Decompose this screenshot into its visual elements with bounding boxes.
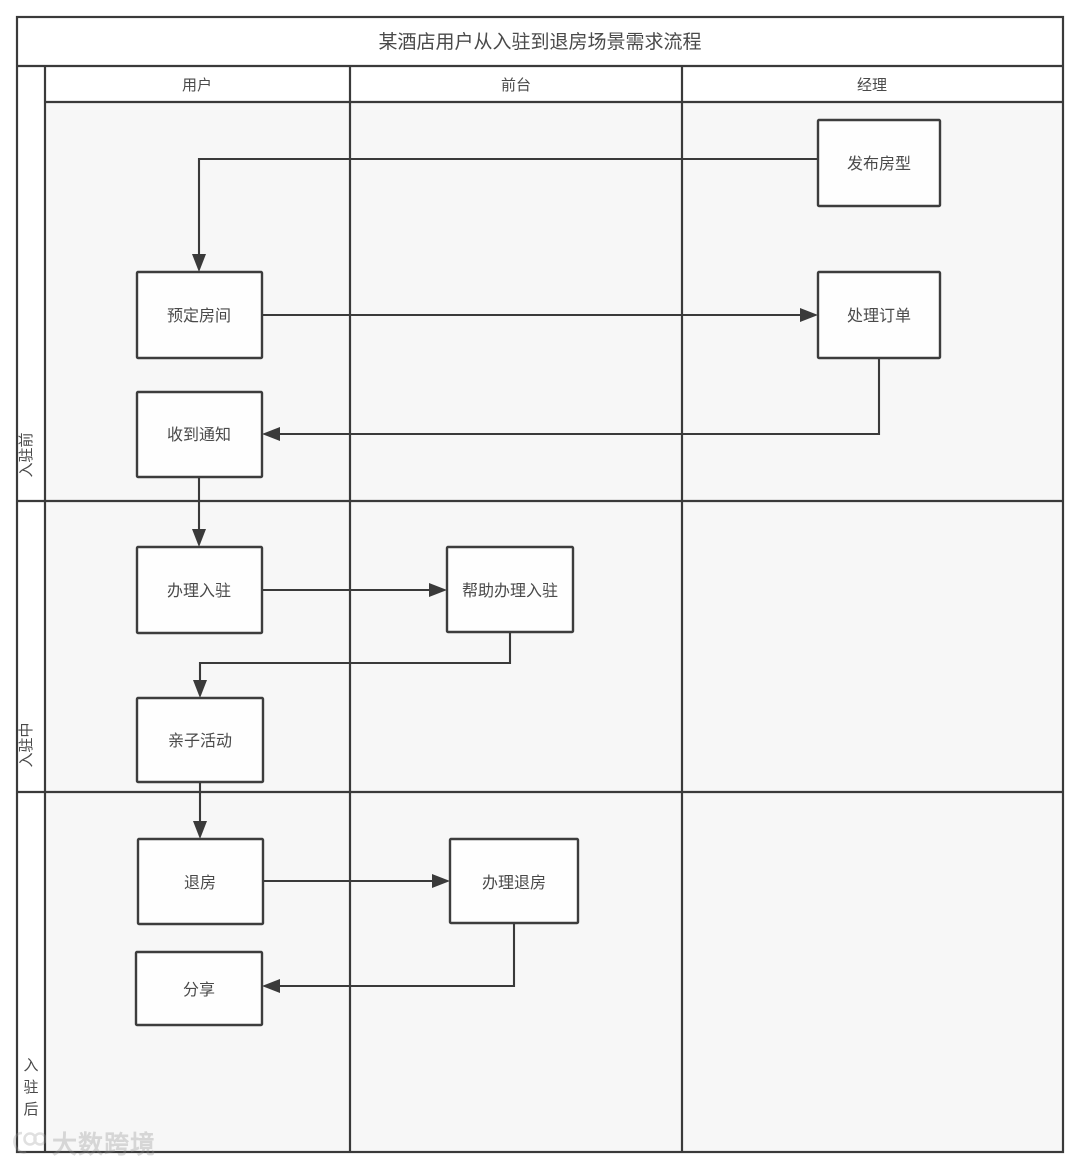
node-process-checkout-label: 办理退房 — [482, 874, 546, 892]
edge-notify-to-checkin-arrowhead — [192, 529, 206, 547]
edge-assist-to-family-arrowhead — [193, 680, 207, 698]
node-checkin[interactable]: 办理入驻 — [135, 545, 264, 635]
node-process-checkout[interactable]: 办理退房 — [448, 837, 580, 925]
edge-assist-to-family — [198, 632, 512, 688]
node-checkout[interactable]: 退房 — [136, 837, 265, 926]
lane-label-after: 入驻后 — [23, 1057, 38, 1118]
node-book-room[interactable]: 预定房间 — [135, 270, 264, 360]
node-assist-checkin-box[interactable] — [445, 545, 575, 634]
node-share-box[interactable] — [134, 950, 264, 1027]
edge-publish-to-book-arrowhead — [192, 254, 206, 272]
node-family-activity-label: 亲子活动 — [168, 732, 232, 750]
node-receive-notification[interactable]: 收到通知 — [135, 390, 264, 479]
node-book-room-box[interactable] — [135, 270, 264, 360]
node-share-label: 分享 — [183, 981, 215, 999]
node-family-activity[interactable]: 亲子活动 — [135, 696, 265, 784]
node-process-checkout-box[interactable] — [448, 837, 580, 925]
column-header-frontdesk: 前台 — [501, 77, 531, 94]
node-book-room-label: 预定房间 — [167, 307, 231, 325]
edge-process-to-share-arrowhead — [262, 979, 280, 993]
column-header-manager: 经理 — [857, 77, 887, 94]
node-family-activity-box[interactable] — [135, 696, 265, 784]
lane-label-before: 入驻前 — [18, 432, 35, 477]
diagram-outer-border — [15, 15, 1065, 1154]
node-process-order-box[interactable] — [816, 270, 942, 360]
node-assist-checkin[interactable]: 帮助办理入驻 — [445, 545, 575, 634]
node-receive-notification-box[interactable] — [135, 390, 264, 479]
node-publish-room-type-label: 发布房型 — [847, 155, 911, 173]
node-checkout-box[interactable] — [136, 837, 265, 926]
node-publish-room-type[interactable]: 发布房型 — [816, 118, 942, 208]
edge-checkout-to-process-arrowhead — [432, 874, 450, 888]
node-checkout-label: 退房 — [184, 874, 216, 892]
column-header-user: 用户 — [182, 77, 212, 94]
edge-order-to-notify — [272, 358, 881, 436]
edge-checkin-to-assist-arrowhead — [429, 583, 447, 597]
lane-label-during: 入驻中 — [18, 722, 35, 767]
edge-family-to-checkout-arrowhead — [193, 821, 207, 839]
node-process-order-label: 处理订单 — [847, 307, 911, 325]
node-assist-checkin-label: 帮助办理入驻 — [462, 582, 558, 600]
edge-book-to-order-arrowhead — [800, 308, 818, 322]
node-share[interactable]: 分享 — [134, 950, 264, 1027]
edge-publish-to-book — [197, 157, 818, 262]
node-publish-room-type-box[interactable] — [816, 118, 942, 208]
node-receive-notification-label: 收到通知 — [167, 426, 231, 444]
lane-label-gutter-bg — [17, 66, 45, 1152]
node-process-order[interactable]: 处理订单 — [816, 270, 942, 360]
edge-process-to-share — [272, 922, 516, 988]
diagram-title: 某酒店用户从入驻到退房场景需求流程 — [378, 31, 701, 53]
node-checkin-box[interactable] — [135, 545, 264, 635]
edge-order-to-notify-arrowhead — [262, 427, 280, 441]
node-checkin-label: 办理入驻 — [167, 582, 231, 600]
column-header-band-bg — [17, 66, 1063, 102]
